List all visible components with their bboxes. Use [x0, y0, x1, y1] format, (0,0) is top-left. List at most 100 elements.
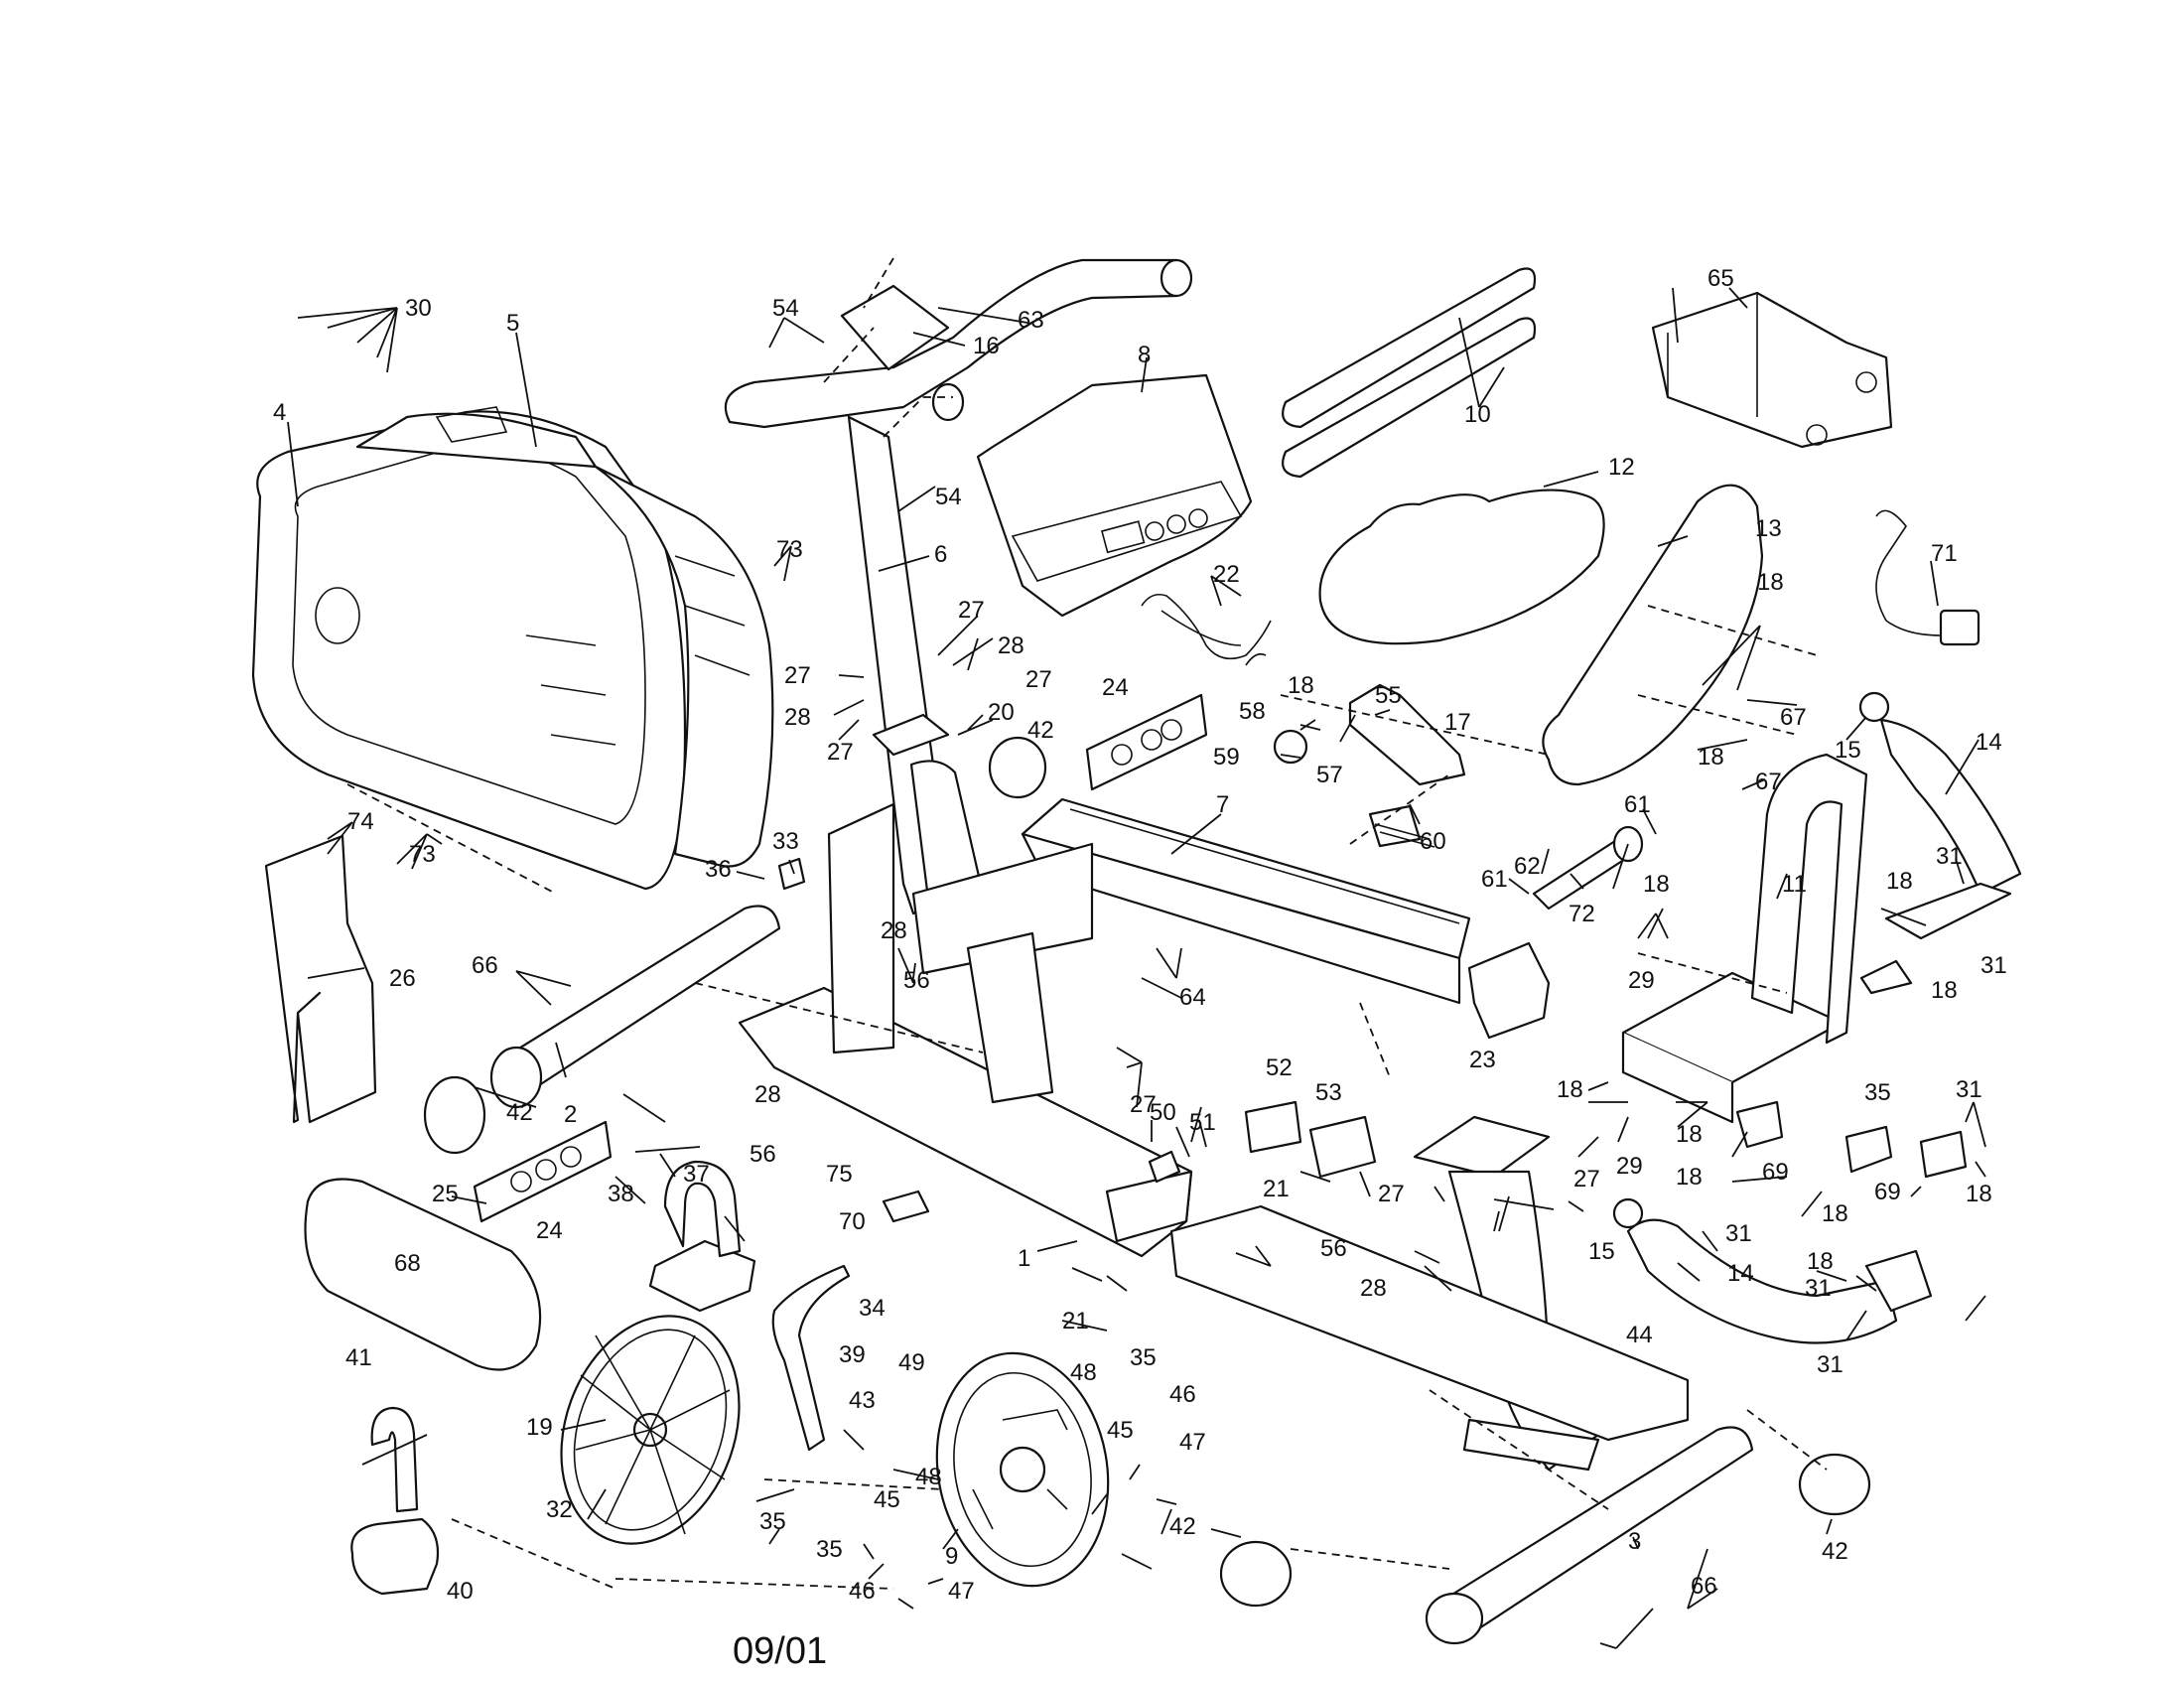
callout-21: 21: [1263, 1176, 1290, 1202]
callout-18: 18: [1643, 871, 1670, 898]
callout-labels: 30 5 4 54 63 16 8 10 65 54 6 73 12 13 71…: [273, 265, 2007, 1672]
callout-37: 37: [683, 1161, 710, 1188]
callout-59: 59: [1213, 744, 1240, 771]
callout-45: 45: [1107, 1417, 1134, 1444]
callout-28: 28: [784, 704, 811, 731]
callout-66: 66: [472, 952, 498, 979]
callout-45: 45: [874, 1486, 900, 1513]
callout-13: 13: [1755, 515, 1782, 542]
callout-18: 18: [1931, 977, 1958, 1004]
clip-part-69-b: [1844, 1125, 1968, 1179]
callout-75: 75: [826, 1161, 853, 1188]
callout-18: 18: [1757, 569, 1784, 596]
callout-67: 67: [1780, 704, 1807, 731]
callout-27: 27: [1573, 1166, 1600, 1193]
callout-18: 18: [1676, 1164, 1703, 1191]
callout-5: 5: [506, 310, 519, 337]
parts-box-part-65: [1651, 291, 1893, 449]
callout-28: 28: [1360, 1275, 1387, 1302]
callout-60: 60: [1420, 828, 1446, 855]
rail-endcap-part-23: [1467, 941, 1551, 1040]
pedal-part-40: [350, 1406, 440, 1596]
callout-9: 9: [945, 1543, 958, 1570]
callout-35: 35: [816, 1536, 843, 1563]
callout-14: 14: [1727, 1260, 1754, 1287]
drive-belt-part-68: [304, 1178, 542, 1371]
callout-48: 48: [1070, 1359, 1097, 1386]
callout-53: 53: [1315, 1079, 1342, 1106]
seat-rail-part-7: [1021, 797, 1471, 1005]
callout-15: 15: [1835, 737, 1861, 764]
callout-35: 35: [759, 1508, 786, 1535]
callout-43: 43: [849, 1387, 876, 1414]
callout-18: 18: [1698, 744, 1724, 771]
callout-42: 42: [1027, 717, 1054, 744]
callout-18: 18: [1288, 672, 1314, 699]
callout-58: 58: [1239, 698, 1266, 725]
callout-70: 70: [839, 1208, 866, 1235]
sensor-part-33: [777, 857, 806, 891]
callout-16: 16: [973, 333, 1000, 359]
callout-18: 18: [1807, 1248, 1834, 1275]
callout-29: 29: [1628, 967, 1655, 994]
assembly-dashed-lines: [346, 257, 1828, 1590]
callout-74: 74: [347, 808, 374, 835]
callout-71: 71: [1931, 540, 1958, 567]
callout-56: 56: [1320, 1235, 1347, 1262]
end-cap-part-15-a: [1858, 691, 1890, 723]
callout-72: 72: [1569, 901, 1595, 927]
callout-35: 35: [1130, 1344, 1157, 1371]
side-handle-part-14-lower: [1626, 1218, 1933, 1344]
date-code: 09/01: [733, 1630, 827, 1672]
main-frame-part-1: [738, 802, 1690, 1442]
callout-42: 42: [1822, 1538, 1848, 1565]
callout-15: 15: [1588, 1238, 1615, 1265]
callout-27: 27: [1025, 666, 1052, 693]
callout-44: 44: [1626, 1322, 1653, 1348]
callout-20: 20: [988, 699, 1015, 726]
shroud-right-part-5: [355, 406, 774, 868]
clip-part-70: [882, 1190, 930, 1223]
collar-part-42-b: [423, 1075, 486, 1155]
collar-part-42-d: [1798, 1453, 1871, 1516]
callout-18: 18: [1557, 1076, 1583, 1103]
callout-47: 47: [948, 1578, 975, 1605]
bushing-part-20: [872, 713, 950, 757]
callout-42: 42: [506, 1099, 533, 1126]
callout-24: 24: [1102, 674, 1129, 701]
bracket-part-26: [264, 834, 377, 1124]
callout-7: 7: [1216, 791, 1229, 818]
callout-40: 40: [447, 1578, 474, 1605]
callout-35: 35: [1864, 1079, 1891, 1106]
callout-47: 47: [1179, 1429, 1206, 1456]
callout-31: 31: [1936, 843, 1963, 870]
callout-36: 36: [705, 856, 732, 883]
callout-1: 1: [1018, 1245, 1030, 1272]
callout-54: 54: [772, 295, 799, 322]
callout-2: 2: [564, 1101, 577, 1128]
callout-31: 31: [1817, 1351, 1843, 1378]
callout-22: 22: [1213, 561, 1240, 588]
callout-28: 28: [754, 1081, 781, 1108]
callout-33: 33: [772, 828, 799, 855]
callout-68: 68: [394, 1250, 421, 1277]
callout-27: 27: [827, 739, 854, 766]
spacer-part-62: [1532, 825, 1644, 911]
callout-56: 56: [750, 1141, 776, 1168]
callout-14: 14: [1976, 729, 2002, 756]
callout-46: 46: [849, 1578, 876, 1605]
magnet-arm-part-39: [771, 1264, 851, 1452]
callout-54: 54: [935, 484, 962, 510]
bearing-set-part-24-top: [1085, 693, 1208, 791]
callout-27: 27: [1130, 1091, 1157, 1118]
callout-11: 11: [1782, 871, 1807, 898]
callout-17: 17: [1444, 709, 1471, 736]
insert-part-52: [1244, 1100, 1302, 1154]
callout-29: 29: [1616, 1153, 1643, 1180]
callout-19: 19: [526, 1414, 553, 1441]
callout-31: 31: [1956, 1076, 1982, 1103]
callout-28: 28: [881, 917, 907, 944]
callout-26: 26: [389, 965, 416, 992]
callout-25: 25: [432, 1181, 459, 1207]
